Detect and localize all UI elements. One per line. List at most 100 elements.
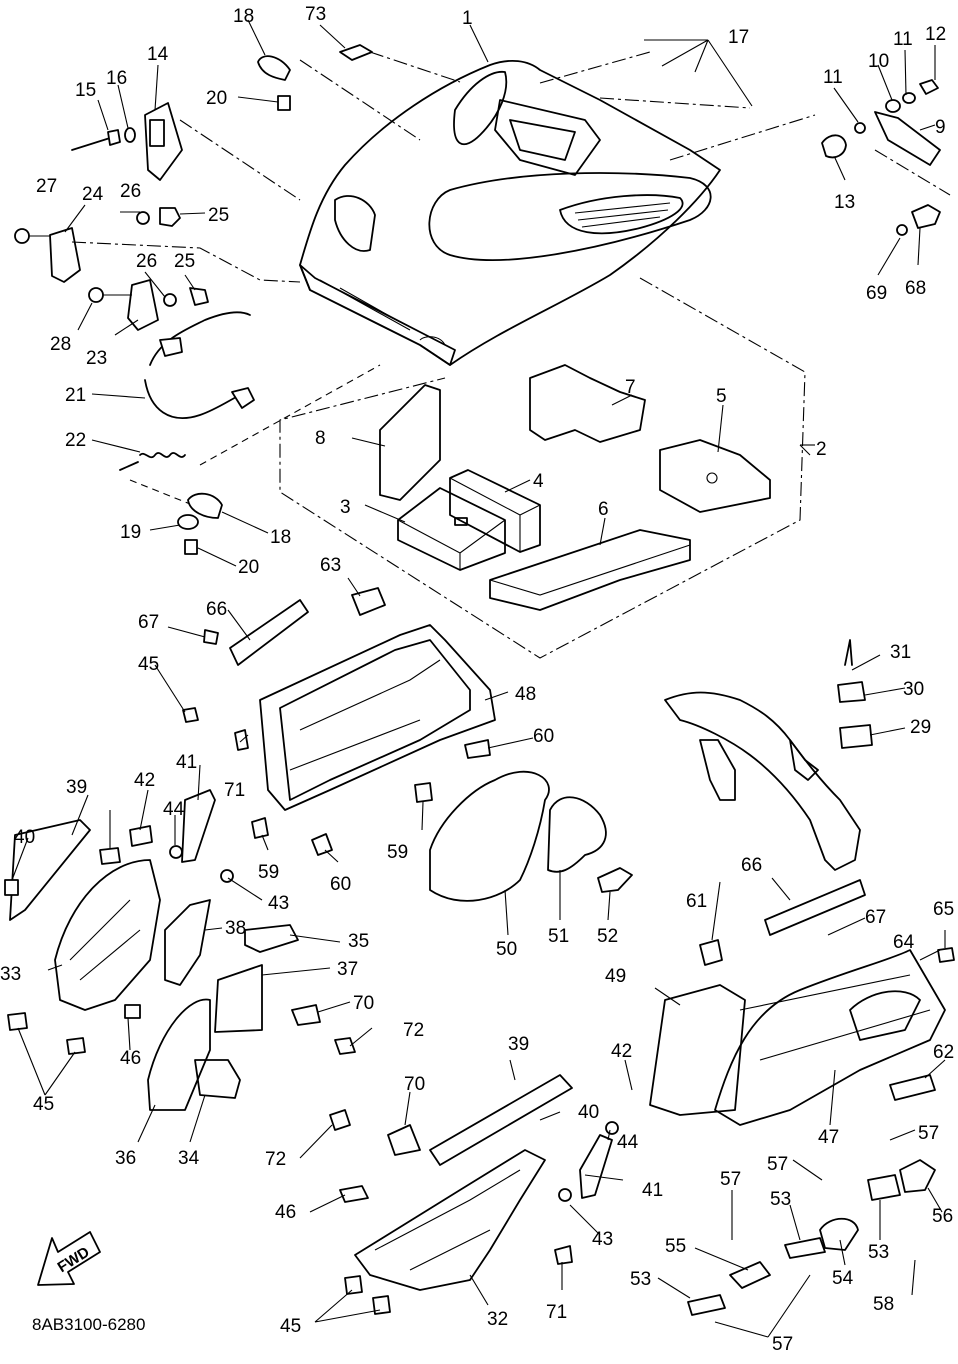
callout-70a: 70 [353, 993, 374, 1014]
callout-58: 58 [873, 1294, 894, 1315]
foam-panels [379, 364, 771, 611]
right-belly-pan [649, 879, 955, 1316]
callout-26b: 26 [136, 251, 157, 272]
callout-25b: 25 [174, 251, 195, 272]
callout-54: 54 [832, 1268, 854, 1289]
callout-7: 7 [625, 377, 636, 398]
callout-1: 1 [462, 8, 473, 29]
callout-39a: 39 [66, 777, 87, 798]
right-bracket-hardware [821, 79, 941, 236]
callout-71b: 71 [546, 1302, 567, 1323]
callout-45a: 45 [138, 654, 159, 675]
callout-73: 73 [305, 4, 326, 25]
callout-53a: 53 [630, 1269, 651, 1290]
callout-31: 31 [890, 642, 911, 663]
callout-57d: 57 [772, 1334, 793, 1355]
callout-65: 65 [933, 899, 954, 920]
side-panels [429, 770, 633, 902]
callout-36: 36 [115, 1148, 136, 1169]
cable-and-spring [119, 311, 255, 471]
callout-64: 64 [893, 932, 915, 953]
callout-4: 4 [533, 471, 544, 492]
callout-42a: 42 [134, 770, 155, 791]
callout-2: 2 [816, 439, 827, 460]
callout-20b: 20 [238, 557, 259, 578]
callout-18b: 18 [270, 527, 291, 548]
callout-51: 51 [548, 926, 569, 947]
callout-45c: 45 [280, 1316, 301, 1337]
callout-11a: 11 [823, 67, 843, 88]
lower-clips [177, 492, 223, 555]
callout-5: 5 [716, 386, 727, 407]
callout-72a: 72 [403, 1020, 424, 1041]
fwd-label: FWD [55, 1244, 93, 1277]
callout-25a: 25 [208, 205, 229, 226]
callout-18a: 18 [233, 6, 254, 27]
callout-56: 56 [932, 1206, 953, 1227]
callout-52: 52 [597, 926, 618, 947]
callout-27: 27 [36, 176, 57, 197]
callout-13: 13 [834, 192, 855, 213]
callout-67b: 67 [865, 907, 886, 928]
callout-53b: 53 [770, 1189, 791, 1210]
callout-22: 22 [65, 430, 86, 451]
callout-44b: 44 [617, 1132, 639, 1153]
callout-34: 34 [178, 1148, 200, 1169]
callout-42b: 42 [611, 1041, 632, 1062]
callout-49: 49 [605, 966, 626, 987]
callout-53c: 53 [868, 1242, 889, 1263]
callout-29: 29 [910, 717, 931, 738]
callout-10: 10 [868, 51, 889, 72]
lower-belly-pan [329, 1074, 619, 1315]
callout-41a: 41 [176, 752, 197, 773]
callout-8: 8 [315, 428, 326, 449]
callout-60a: 60 [533, 726, 554, 747]
callout-33: 33 [0, 964, 21, 985]
callout-17: 17 [728, 27, 749, 48]
callout-60b: 60 [330, 874, 351, 895]
callout-12: 12 [925, 24, 946, 45]
callout-11b: 11 [893, 29, 913, 50]
diagram-code: 8AB3100-6280 [32, 1315, 145, 1334]
callout-35: 35 [348, 931, 369, 952]
left-belly-pan [4, 789, 356, 1111]
callout-57c: 57 [918, 1123, 939, 1144]
callout-23: 23 [86, 348, 107, 369]
callout-37: 37 [337, 959, 358, 980]
hood-shroud [299, 59, 721, 366]
callout-40b: 40 [578, 1102, 599, 1123]
callout-66b: 66 [741, 855, 762, 876]
callout-43a: 43 [268, 893, 289, 914]
leader-lines [11, 19, 946, 1338]
callout-57a: 57 [720, 1169, 741, 1190]
callout-48: 48 [515, 684, 536, 705]
center-frame [182, 587, 496, 856]
callout-38: 38 [225, 918, 246, 939]
callout-44a: 44 [163, 799, 185, 820]
callout-3: 3 [340, 497, 351, 518]
callout-57b: 57 [767, 1154, 788, 1175]
callout-21: 21 [65, 385, 86, 406]
callout-61: 61 [686, 891, 707, 912]
callout-69: 69 [866, 283, 887, 304]
callout-63: 63 [320, 555, 341, 576]
callout-16: 16 [106, 68, 127, 89]
callout-46b: 46 [275, 1202, 296, 1223]
callout-39b: 39 [508, 1034, 529, 1055]
callout-9: 9 [935, 117, 946, 138]
callout-68: 68 [905, 278, 926, 299]
fwd-arrow-icon: FWD [37, 1231, 101, 1286]
callout-59a: 59 [258, 862, 279, 883]
callout-43b: 43 [592, 1229, 613, 1250]
callout-24: 24 [82, 184, 104, 205]
callout-59b: 59 [387, 842, 408, 863]
callout-15: 15 [75, 80, 96, 101]
callout-50: 50 [496, 939, 517, 960]
callout-14: 14 [147, 44, 169, 65]
right-frame [664, 639, 873, 871]
callout-67a: 67 [138, 612, 159, 633]
callout-66a: 66 [206, 599, 227, 620]
callout-55: 55 [665, 1236, 686, 1257]
callout-labels: 1 2 3 4 5 6 7 8 9 10 11 11 12 13 14 15 1… [0, 4, 954, 1355]
